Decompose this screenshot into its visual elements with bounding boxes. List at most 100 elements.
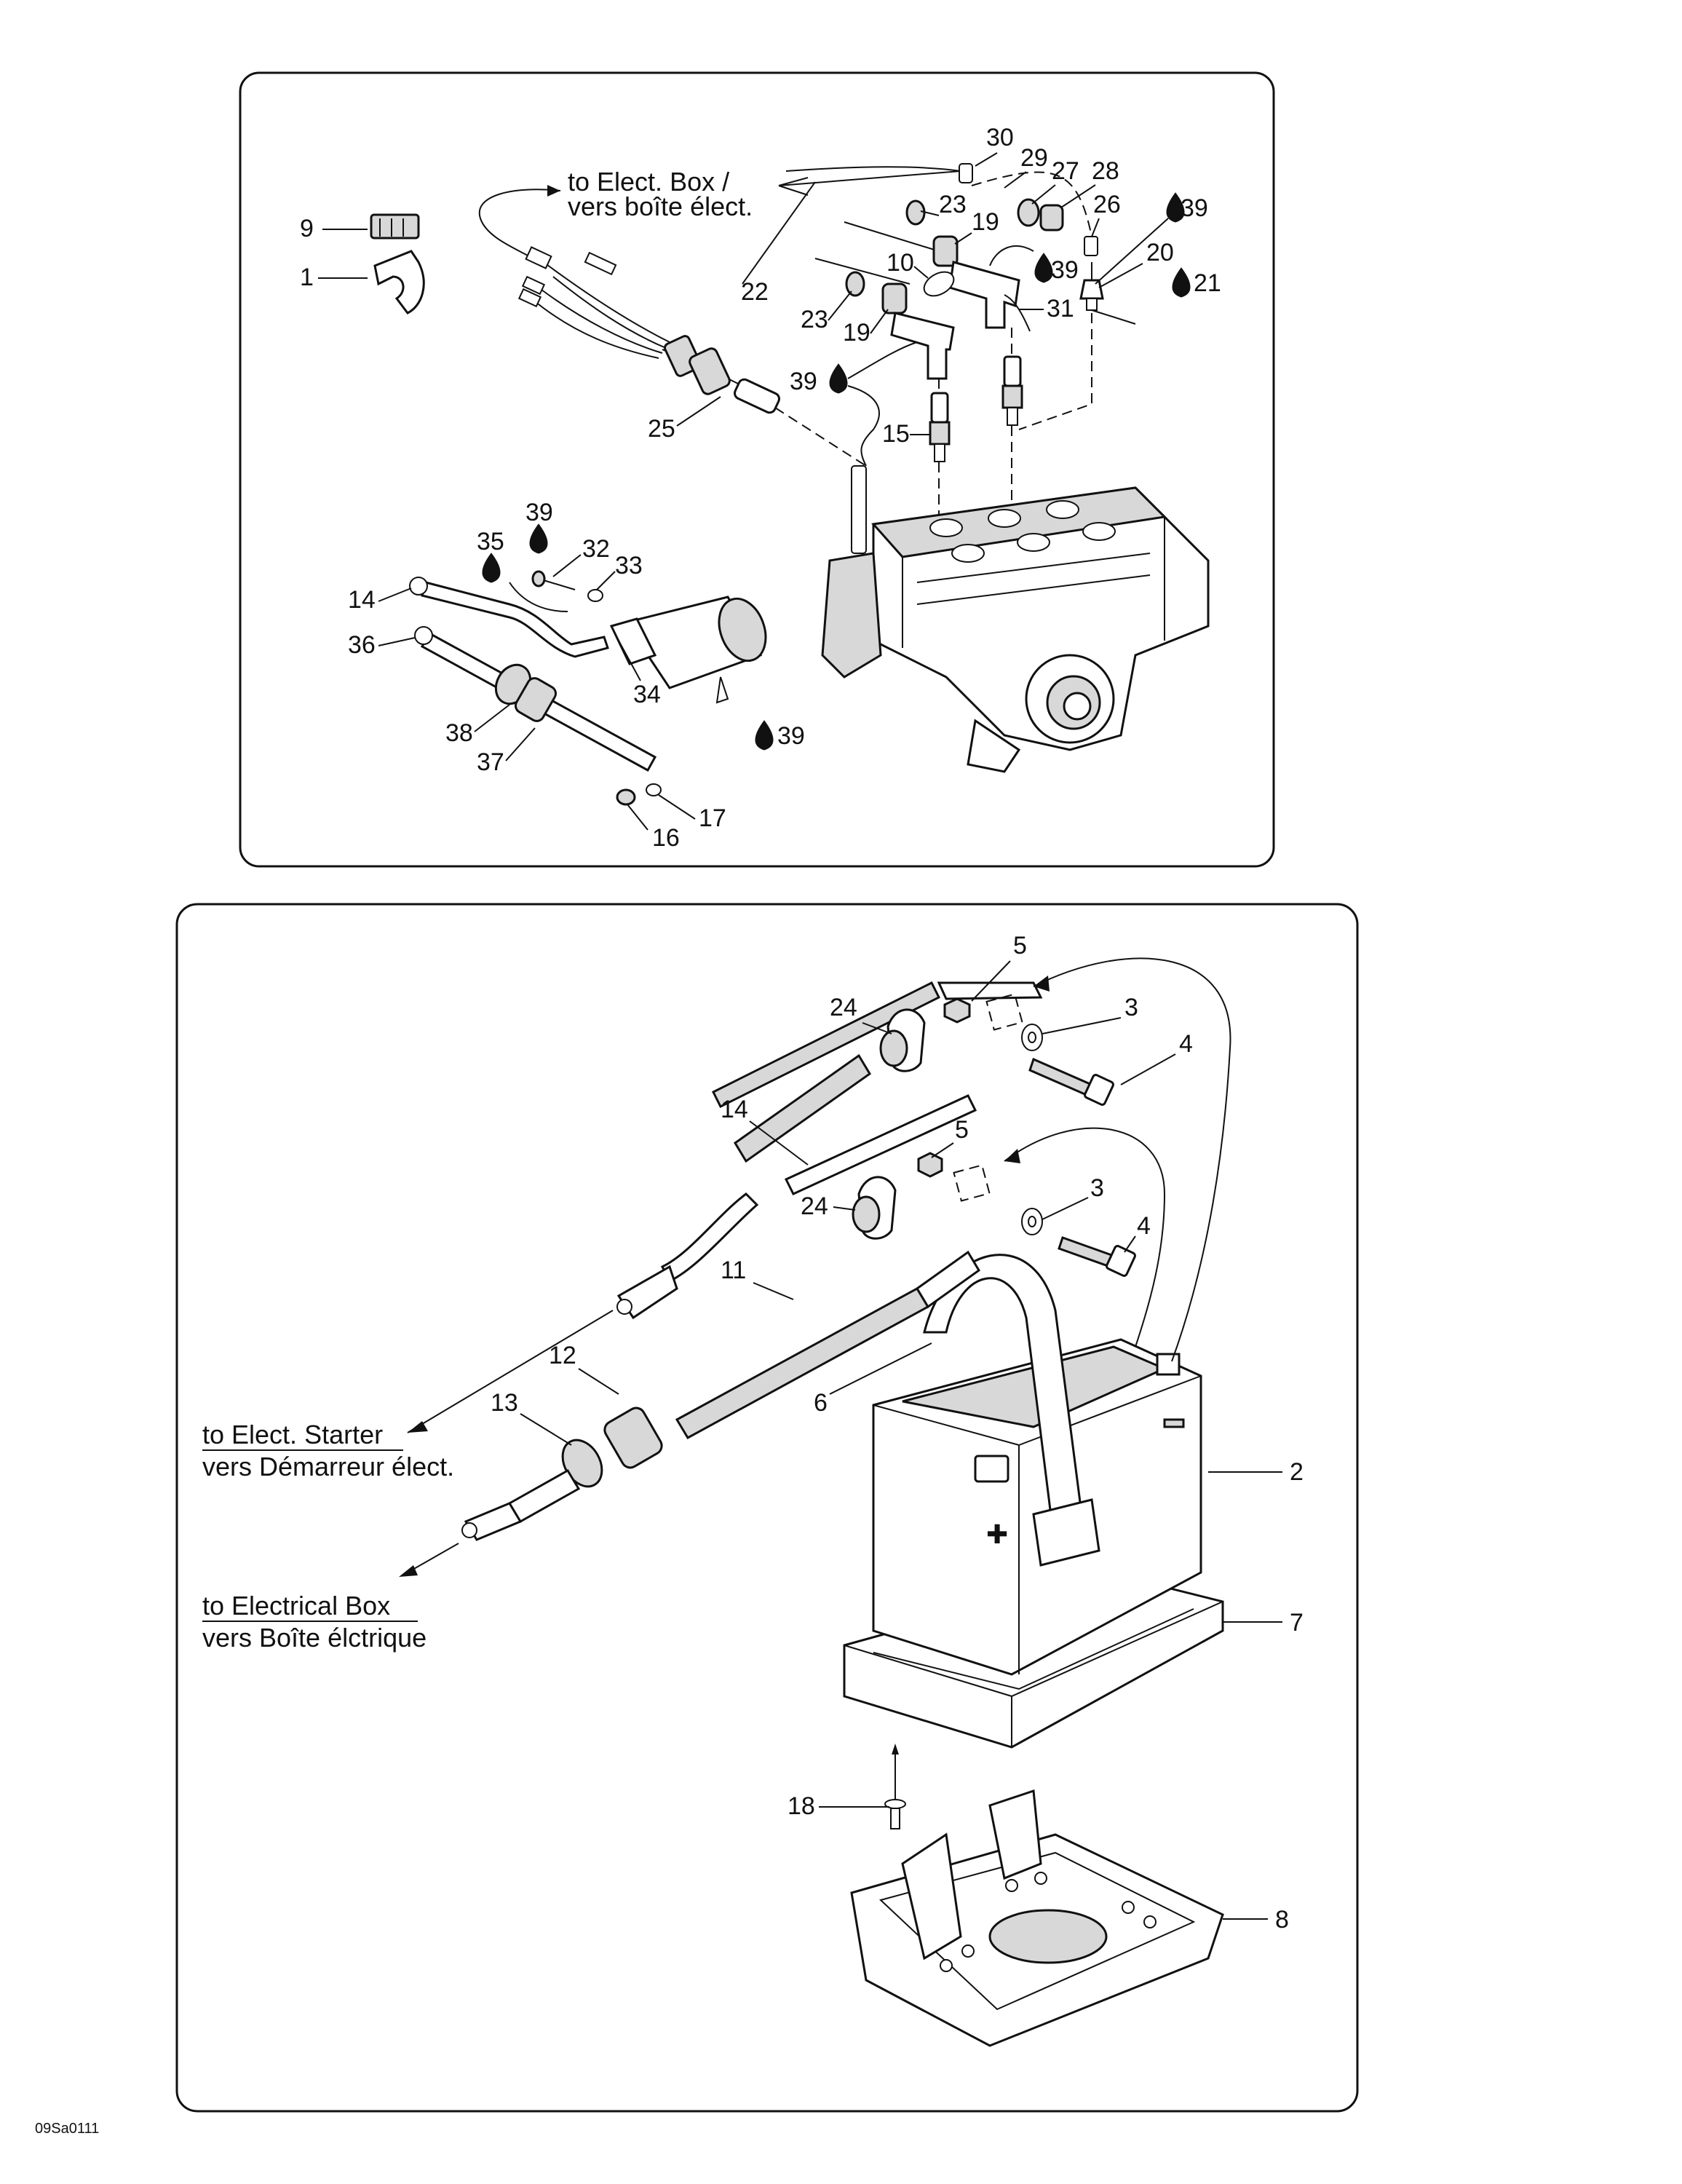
callout-16: 16: [652, 824, 680, 852]
callout-4-top: 4: [1179, 1030, 1193, 1058]
callout-14-top: 14: [348, 586, 376, 614]
callout-1: 1: [300, 264, 314, 291]
callout-39-starter-bottom: 39: [777, 722, 805, 750]
battery-cable-11: [675, 1250, 980, 1440]
callout-5-bottom: 5: [955, 1116, 969, 1144]
washer-3-bottom: [1021, 1208, 1043, 1235]
sealant-drop-21: [1172, 267, 1191, 298]
nut-5-top: [943, 997, 971, 1024]
terminal-cap-24-bottom: [852, 1176, 897, 1240]
bolt-4-bottom: [1058, 1236, 1136, 1277]
callout-2: 2: [1290, 1458, 1304, 1486]
callout-9: 9: [300, 215, 314, 242]
callout-23-b: 23: [801, 306, 828, 333]
sealant-drop-39-tr: [1166, 192, 1185, 223]
nut-5-bottom: [917, 1152, 943, 1178]
callout-39-left: 39: [790, 368, 817, 395]
wire-clip-9: [370, 213, 420, 240]
part-28: [1039, 204, 1064, 232]
spark-plug-15a: [929, 392, 951, 462]
note-to-elect-box-fr: vers boîte élect.: [568, 191, 753, 221]
callout-35: 35: [477, 528, 504, 555]
callout-39-mid: 39: [1051, 256, 1079, 284]
callout-24-bottom: 24: [801, 1192, 828, 1220]
spark-plug-15b: [1001, 355, 1023, 426]
battery-tray-8: [850, 1789, 1224, 2047]
callout-17: 17: [699, 804, 726, 832]
callout-19-b: 19: [843, 319, 870, 347]
drawing-code: 09Sa0111: [35, 2121, 99, 2137]
bottom-panel-frame: [175, 903, 1359, 2113]
callout-18: 18: [788, 1792, 815, 1820]
cable-holder-1: [373, 250, 425, 314]
callout-33: 33: [615, 552, 643, 579]
callout-38: 38: [445, 719, 473, 747]
callout-6: 6: [814, 1389, 828, 1417]
callout-26: 26: [1093, 191, 1121, 218]
spark-plug-cap-left: [890, 312, 955, 380]
grommet-19a: [932, 235, 959, 267]
callout-28: 28: [1092, 157, 1119, 185]
part-26: [1084, 236, 1098, 256]
callout-3-top: 3: [1124, 994, 1138, 1021]
sensor-20: [1079, 279, 1104, 311]
callout-5-top: 5: [1013, 932, 1027, 960]
callout-25: 25: [648, 415, 675, 443]
cable-36: [414, 626, 657, 772]
starter-motor: [609, 596, 767, 704]
battery-plus-icon: ✚: [986, 1519, 1008, 1549]
part-30: [959, 163, 973, 183]
battery-2: ✚: [872, 1338, 1202, 1676]
callout-23-a: 23: [939, 191, 967, 218]
note-to-electrical-box-fr: vers Boîte élctrique: [202, 1623, 427, 1653]
top-panel: to Elect. Box / vers boîte élect.: [239, 71, 1275, 868]
callout-24-top: 24: [830, 994, 857, 1021]
sealant-drop-39-left: [829, 363, 848, 394]
sealant-drop-39-starter-bottom: [755, 720, 774, 751]
sealant-drop-39-mid: [1034, 253, 1053, 283]
engine-block: [821, 465, 1210, 773]
callout-34: 34: [633, 681, 661, 708]
top-panel-frame: [239, 71, 1275, 868]
callout-11: 11: [721, 1257, 746, 1284]
callout-30: 30: [986, 124, 1014, 151]
rivet-18: [884, 1744, 906, 1829]
callout-39-tr: 39: [1181, 194, 1208, 222]
callout-29: 29: [1020, 144, 1048, 172]
callout-32: 32: [582, 535, 610, 563]
sealant-drop-39-starter-top: [529, 523, 548, 554]
callout-27: 27: [1052, 157, 1079, 185]
part-27: [1017, 198, 1040, 227]
high-tension-leads: [742, 166, 961, 285]
callout-20: 20: [1146, 239, 1174, 266]
cable-end-lower: [461, 1468, 581, 1541]
callout-10: 10: [886, 249, 914, 277]
bottom-panel: ✚: [175, 903, 1359, 2113]
wire-nut-23a: [905, 199, 926, 226]
clip-10: [923, 271, 955, 297]
callout-31: 31: [1047, 295, 1074, 323]
callout-22: 22: [741, 278, 769, 306]
note-to-elect-starter-fr: vers Démarreur élect.: [202, 1452, 454, 1481]
callout-8: 8: [1275, 1906, 1289, 1934]
washer-3-top: [1021, 1024, 1043, 1051]
note-to-elect-box-en: to Elect. Box /: [568, 167, 729, 197]
wire-nut-23b: [845, 271, 865, 297]
callout-19-a: 19: [972, 208, 999, 236]
callout-12: 12: [549, 1342, 576, 1369]
note-to-elect-starter-en: to Elect. Starter: [202, 1420, 383, 1449]
callout-7: 7: [1290, 1609, 1304, 1637]
top-callouts: 30 29 27 28 26 39 23 19 39 20 21 9 1 10 …: [300, 124, 1221, 852]
cable-boot-12: [603, 1406, 663, 1469]
terminal-cap-24-top: [879, 1008, 926, 1072]
callout-39-starter-top: 39: [525, 499, 553, 526]
callout-37: 37: [477, 748, 504, 776]
sealant-drop-35: [482, 553, 501, 583]
callout-14-bottom: 14: [721, 1096, 748, 1123]
callout-4-bottom: 4: [1137, 1212, 1151, 1240]
hardware-16-17: [616, 783, 662, 806]
callout-15: 15: [882, 420, 910, 448]
note-to-electrical-box-en: to Electrical Box: [202, 1591, 390, 1621]
callout-13: 13: [491, 1389, 518, 1417]
